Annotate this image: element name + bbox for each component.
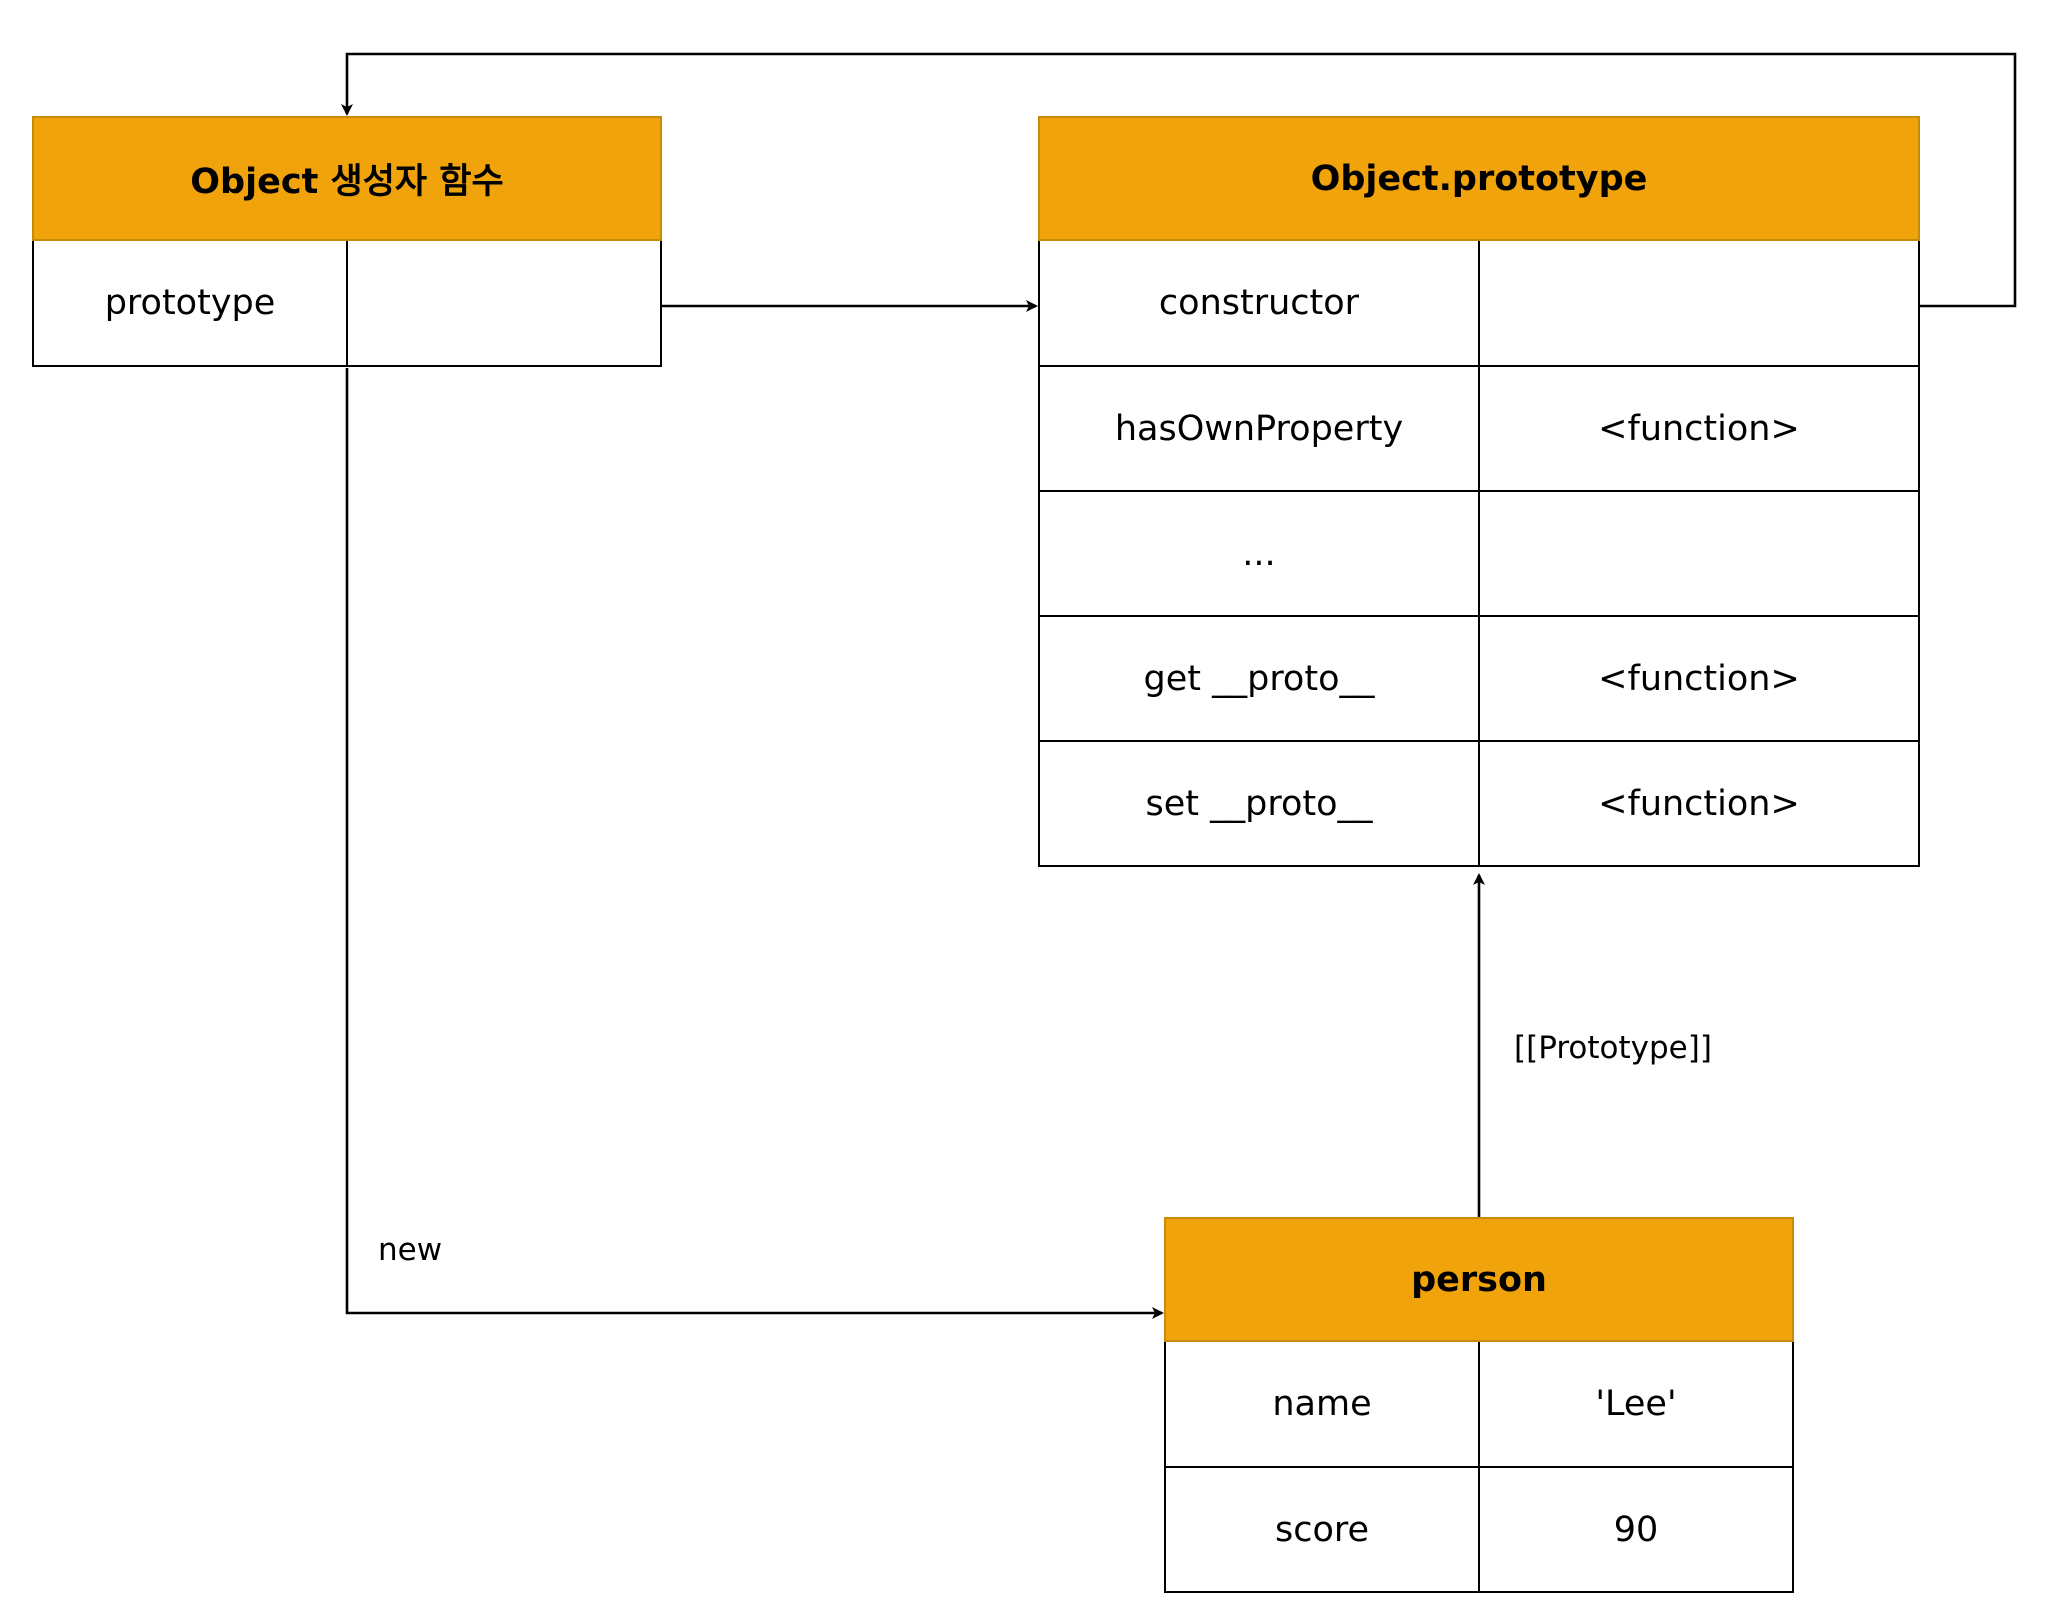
object-constructor-title: Object 생성자 함수 (32, 116, 662, 241)
person-properties: name 'Lee' score 90 (1164, 1342, 1794, 1593)
property-value: 90 (1478, 1466, 1794, 1593)
property-key: score (1164, 1466, 1480, 1593)
property-value (346, 241, 662, 367)
property-value: <function> (1478, 365, 1920, 492)
property-row: constructor (1038, 241, 1920, 367)
property-row: ... (1038, 490, 1920, 617)
object-prototype-box: Object.prototype constructor hasOwnPrope… (1038, 116, 1920, 867)
property-value: <function> (1478, 740, 1920, 867)
property-row: score 90 (1164, 1466, 1794, 1593)
property-key: get __proto__ (1038, 615, 1480, 742)
property-row: prototype (32, 241, 662, 367)
property-key: ... (1038, 490, 1480, 617)
object-constructor-box: Object 생성자 함수 prototype (32, 116, 662, 367)
person-title: person (1164, 1217, 1794, 1342)
property-key: set __proto__ (1038, 740, 1480, 867)
property-row: set __proto__ <function> (1038, 740, 1920, 867)
property-row: hasOwnProperty <function> (1038, 365, 1920, 492)
property-key: prototype (32, 241, 348, 367)
new-label: new (378, 1232, 443, 1268)
property-value: 'Lee' (1478, 1342, 1794, 1468)
object-constructor-properties: prototype (32, 241, 662, 367)
property-row: name 'Lee' (1164, 1342, 1794, 1468)
object-prototype-title: Object.prototype (1038, 116, 1920, 241)
property-value (1478, 490, 1920, 617)
property-value: <function> (1478, 615, 1920, 742)
property-row: get __proto__ <function> (1038, 615, 1920, 742)
property-value (1478, 241, 1920, 367)
property-key: name (1164, 1342, 1480, 1468)
person-box: person name 'Lee' score 90 (1164, 1217, 1794, 1593)
object-prototype-properties: constructor hasOwnProperty <function> ..… (1038, 241, 1920, 867)
property-key: constructor (1038, 241, 1480, 367)
prototype-link-label: [[Prototype]] (1514, 1030, 1712, 1066)
property-key: hasOwnProperty (1038, 365, 1480, 492)
